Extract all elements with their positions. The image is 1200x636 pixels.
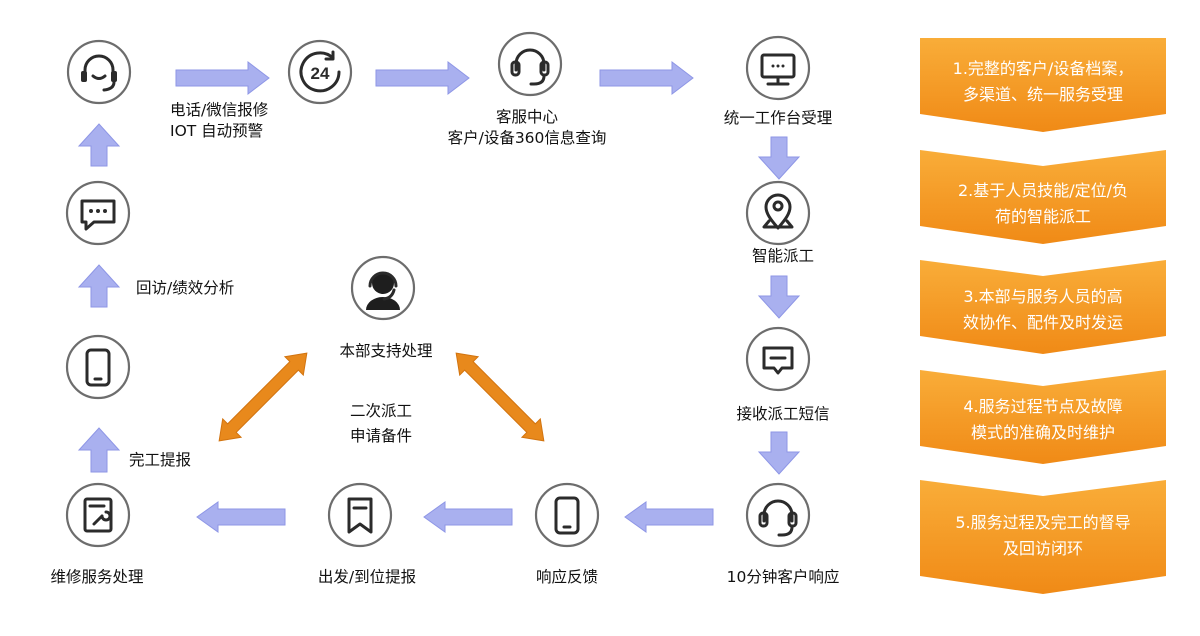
feature-banner-5-line1: 5.服务过程及完工的督导 (955, 513, 1131, 532)
flow-arrow-11 (77, 264, 121, 308)
feature-banner-2-line1: 2.基于人员技能/定位/负 (957, 181, 1129, 200)
customer-response-node (745, 482, 811, 548)
agent-avatar-icon (366, 271, 400, 310)
flow-arrow-12 (77, 123, 121, 167)
flow-arrow-2 (375, 60, 470, 96)
smart-dispatch-node (745, 180, 811, 246)
repair-service-node (65, 482, 131, 548)
flow-arrow-6 (757, 431, 801, 475)
hq-support-node (350, 255, 416, 321)
headset-smile-node (66, 39, 132, 105)
feature-banner-2-line2: 荷的智能派工 (994, 207, 1091, 226)
phone-icon (85, 348, 111, 387)
label-response-feedback: 响应反馈 (535, 568, 599, 586)
feature-banner-1: 1.完整的客户/设备档案， 多渠道、统一服务受理 (920, 38, 1166, 132)
clock-24-icon: 24 (299, 50, 341, 93)
feature-banner-5-line2: 及回访闭环 (1002, 539, 1083, 558)
label-service-center: 客服中心 客户/设备360信息查询 (448, 107, 607, 149)
flow-arrow-3 (599, 60, 694, 96)
label-secondary-dispatch: 二次派工 (349, 402, 413, 420)
label-depart-checkin: 出发/到位提报 (317, 568, 417, 586)
response-feedback-node (534, 482, 600, 548)
feature-banner-4-line2: 模式的准确及时维护 (970, 423, 1115, 442)
feature-banner-5: 5.服务过程及完工的督导及回访闭环 (920, 480, 1166, 594)
service-center-node (497, 31, 563, 97)
label-intake-channels: 电话/微信报修 IOT 自动预警 (170, 100, 268, 142)
repair-document-icon (83, 497, 113, 533)
feature-banner-3-line2: 效协作、配件及时发运 (962, 313, 1123, 332)
label-phone-wechat: 电话/微信报修 (170, 101, 269, 119)
feature-banner-4: 4.服务过程节点及故障模式的准确及时维护 (920, 370, 1166, 464)
feature-banner-4-line1: 4.服务过程节点及故障 (963, 397, 1123, 416)
label-receive-sms: 接收派工短信 (736, 405, 830, 423)
clock-24-text: 24 (311, 64, 330, 83)
label-iot-alert: IOT 自动预警 (170, 122, 264, 140)
feature-banner-3-line1: 3.本部与服务人员的高 (963, 287, 1123, 306)
label-request-parts: 申请备件 (349, 427, 413, 445)
headset-icon (510, 48, 550, 86)
flow-arrow-8 (423, 501, 513, 533)
flow-arrow-9 (196, 501, 286, 533)
label-service-center-sub: 客户/设备360信息查询 (447, 129, 607, 147)
flow-arrow-10 (77, 427, 121, 473)
feature-banner-1-line2: 多渠道、统一服务受理 (962, 85, 1123, 104)
headset-smile-icon (81, 54, 117, 92)
label-complete-report: 完工提报 (129, 451, 192, 469)
flow-arrow-5 (757, 275, 801, 319)
label-service-center-title: 客服中心 (495, 108, 558, 126)
feature-banner-1-line1: 1.完整的客户/设备档案， (952, 59, 1134, 78)
label-customer-response: 10分钟客户响应 (726, 568, 840, 586)
label-hq-support-actions: 二次派工 申请备件 (350, 399, 412, 449)
label-workstation: 统一工作台受理 (723, 109, 833, 127)
label-repair-service: 维修服务处理 (50, 568, 144, 586)
flow-arrow-1 (175, 60, 270, 96)
workstation-node (745, 35, 811, 101)
flow-arrow-7 (624, 501, 714, 533)
label-smart-dispatch: 智能派工 (751, 247, 815, 265)
label-hq-support: 本部支持处理 (339, 342, 433, 360)
message-icon (762, 346, 794, 375)
monitor-icon (760, 53, 796, 86)
complete-report-node (65, 334, 131, 400)
feature-banner-3: 3.本部与服务人员的高效协作、配件及时发运 (920, 260, 1166, 354)
feature-banner-2: 2.基于人员技能/定位/负荷的智能派工 (920, 150, 1166, 244)
flow-arrow-4 (757, 136, 801, 180)
revisit-node (65, 180, 131, 246)
label-revisit: 回访/绩效分析 (136, 279, 235, 297)
bookmark-icon (347, 497, 373, 534)
headset-icon (758, 499, 798, 537)
map-pin-icon (762, 193, 794, 230)
support-arrow-right (455, 352, 545, 442)
chat-icon (80, 199, 116, 231)
depart-checkin-node (327, 482, 393, 548)
clock-24-node: 24 (287, 39, 353, 105)
support-arrow-left (218, 352, 308, 442)
phone-icon (554, 496, 580, 535)
receive-sms-node (745, 326, 811, 392)
